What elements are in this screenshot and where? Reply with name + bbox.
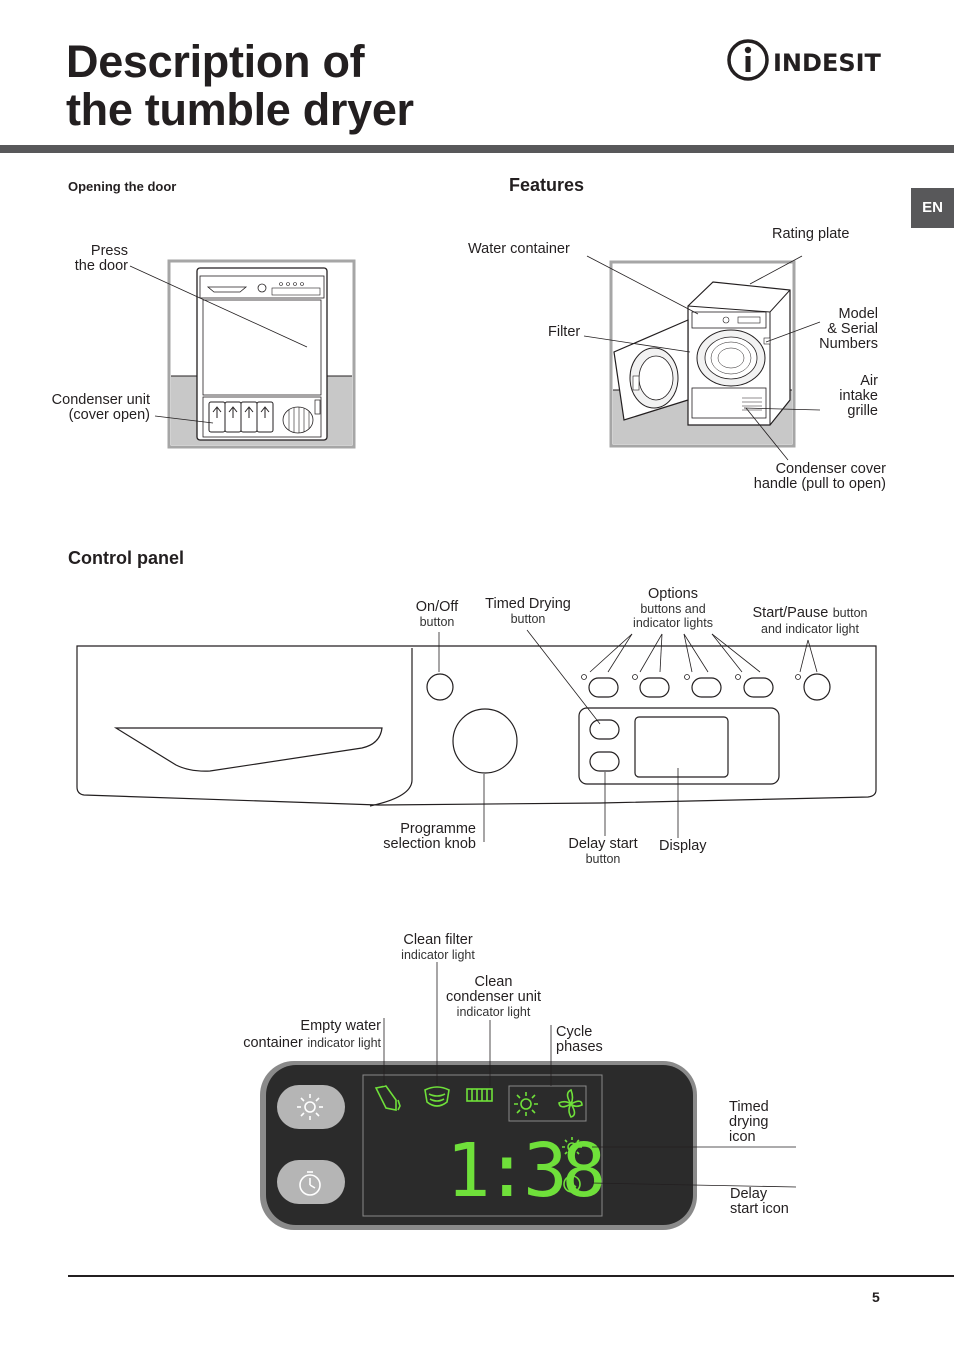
display-panel-illustration: 1:38 bbox=[260, 1061, 697, 1230]
programme-knob bbox=[452, 708, 518, 774]
option-button-4 bbox=[743, 677, 774, 698]
option-button-3 bbox=[691, 677, 722, 698]
delay-start-panel-button bbox=[277, 1160, 345, 1204]
condenser-unit-label: Condenser unit(cover open) bbox=[51, 392, 150, 423]
delay-start-label: Delay start button bbox=[568, 836, 638, 867]
title-line-2: the tumble dryer bbox=[66, 84, 414, 135]
timed-drying-panel-button bbox=[277, 1085, 345, 1129]
sun-icon bbox=[297, 1094, 323, 1120]
indesit-logo: INDESIT bbox=[727, 39, 882, 81]
on-off-label: On/Off button bbox=[415, 599, 459, 630]
timer-icon bbox=[299, 1171, 321, 1196]
start-pause-button bbox=[803, 673, 831, 701]
title-line-1: Description of bbox=[66, 36, 365, 87]
options-label: Options buttons and indicator lights bbox=[633, 586, 713, 631]
control-panel-illustration bbox=[76, 645, 877, 807]
footer-rule bbox=[68, 1275, 954, 1277]
option-button-2 bbox=[639, 677, 670, 698]
dryer-front-illustration bbox=[167, 259, 356, 449]
timed-drying-button bbox=[589, 719, 620, 740]
brand-text: INDESIT bbox=[773, 49, 882, 77]
timed-drying-indicator-icon bbox=[567, 1142, 577, 1152]
rating-plate-label: Rating plate bbox=[772, 226, 850, 242]
dryer-open-illustration bbox=[609, 260, 796, 448]
start-pause-label: Start/Pause button and indicator light bbox=[752, 605, 868, 637]
language-tab: EN bbox=[911, 188, 954, 228]
drying-phase-icon bbox=[520, 1098, 532, 1110]
condenser-icon bbox=[466, 1088, 493, 1102]
display-window bbox=[634, 716, 729, 778]
clean-condenser-label: Clean condenser unit indicator light bbox=[445, 974, 542, 1020]
water-container-icon bbox=[374, 1085, 397, 1111]
filter-label: Filter bbox=[548, 324, 581, 340]
option-button-1 bbox=[588, 677, 619, 698]
delay-start-indicator-icon bbox=[563, 1175, 581, 1193]
timed-drying-label: Timed Drying button bbox=[485, 596, 571, 627]
control-panel-heading: Control panel bbox=[68, 548, 184, 568]
clean-filter-label: Clean filter indicator light bbox=[401, 932, 475, 963]
page-number: 5 bbox=[872, 1289, 880, 1305]
cooling-phase-icon bbox=[558, 1088, 583, 1118]
filter-icon bbox=[424, 1086, 450, 1107]
opening-heading: Opening the door bbox=[68, 179, 177, 194]
display-label: Display bbox=[659, 838, 707, 854]
header-rule bbox=[0, 145, 954, 153]
empty-water-label: Empty water container indicator light bbox=[243, 1018, 381, 1051]
features-heading: Features bbox=[509, 175, 585, 195]
display-digits: 1:38 bbox=[446, 1128, 602, 1214]
page-title: Description of the tumble dryer bbox=[66, 38, 414, 134]
water-container-label: Water container bbox=[468, 241, 570, 257]
delay-start-button bbox=[589, 751, 620, 772]
on-off-button bbox=[426, 673, 454, 701]
